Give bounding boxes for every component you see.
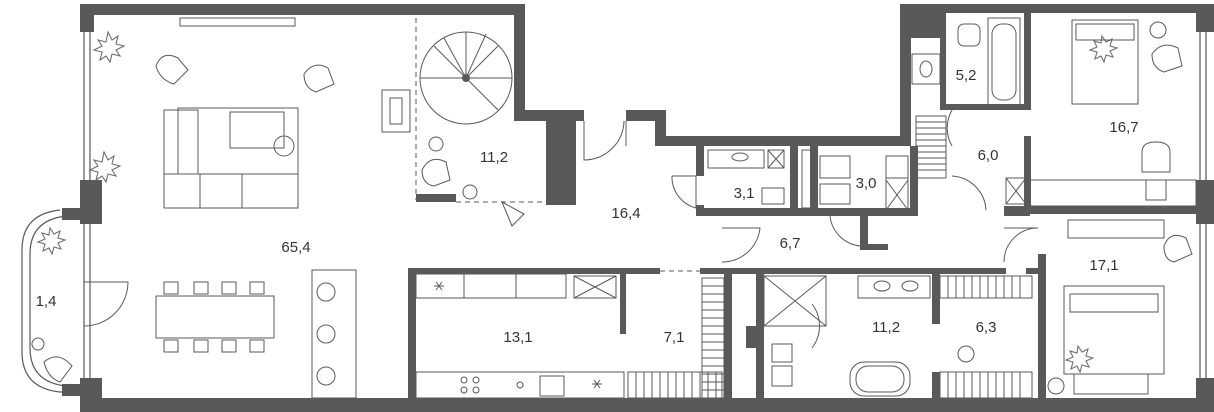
area-label-corridor: 6,0	[978, 147, 999, 164]
living-furniture	[155, 54, 357, 399]
balcony	[21, 208, 129, 396]
kitchen-furniture	[415, 273, 725, 399]
area-label-bedroom-top: 16,7	[1109, 119, 1138, 136]
doors	[500, 109, 1039, 349]
area-label-dressing: 6,3	[976, 319, 997, 336]
area-label-bath-top: 5,2	[956, 67, 977, 84]
area-label-stairs: 11,2	[480, 149, 508, 166]
area-label-bath-bottom: 11,2	[872, 319, 900, 336]
area-label-wc-small: 3,1	[734, 185, 755, 202]
spiral-stair	[381, 31, 513, 200]
exterior-walls	[80, 4, 1214, 412]
windows	[83, 17, 1207, 378]
room-labels: 65,4 1,4 11,2 16,4 3,1 3,0 5,2 6,0 16,7 …	[36, 67, 1139, 346]
area-label-bedroom-bottom: 17,1	[1089, 257, 1118, 274]
area-label-pantry: 7,1	[664, 329, 685, 346]
wc-fixtures	[707, 149, 909, 211]
bath-top-fixtures	[911, 17, 1021, 179]
area-label-hall: 16,4	[611, 205, 640, 222]
area-label-vestibule: 6,7	[780, 235, 801, 252]
area-label-living: 65,4	[281, 239, 310, 256]
interior-walls	[408, 10, 1200, 398]
bath-bottom-fixtures	[763, 275, 1033, 399]
area-label-storage: 3,0	[856, 175, 877, 192]
area-label-kitchen: 13,1	[503, 329, 532, 346]
bedroom-bottom-furniture	[1047, 219, 1193, 395]
bedroom-top-furniture	[1005, 19, 1197, 207]
plant-icons	[36, 30, 1119, 374]
area-label-balcony: 1,4	[36, 293, 57, 310]
